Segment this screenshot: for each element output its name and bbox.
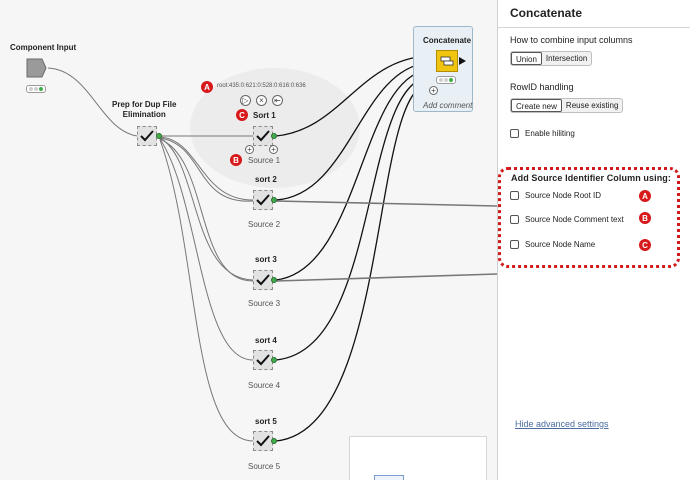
sort4-output-port[interactable] — [271, 357, 277, 363]
node-properties-panel: Concatenate How to combine input columns… — [497, 0, 690, 480]
source-comment-label: Source Node Comment text — [525, 215, 624, 224]
sort5-output-port[interactable] — [271, 438, 277, 444]
prep-output-port[interactable] — [156, 133, 162, 139]
connection-wires — [47, 55, 497, 442]
combine-union-option[interactable]: Union — [511, 52, 542, 65]
concatenate-node[interactable] — [436, 50, 458, 72]
prep-node[interactable] — [137, 126, 157, 146]
sort5-node[interactable] — [253, 431, 273, 451]
sort1-output-port[interactable] — [271, 133, 277, 139]
prep-label-line1: Prep for Dup File — [112, 100, 177, 109]
checkmark-icon — [256, 354, 270, 366]
sort2-comment: Source 2 — [248, 220, 281, 229]
source-root-id-label: Source Node Root ID — [525, 191, 602, 200]
sort3-node[interactable] — [253, 270, 273, 290]
sort5-label: sort 5 — [255, 417, 277, 426]
component-input-label: Component Input — [10, 43, 77, 52]
source-name-checkbox[interactable] — [510, 240, 519, 249]
annotation-highlight-box — [498, 167, 680, 268]
hiliting-checkbox[interactable] — [510, 129, 519, 138]
panel-title: Concatenate — [510, 6, 583, 20]
source-root-id-checkbox[interactable] — [510, 191, 519, 200]
sort5-comment: Source 5 — [248, 462, 281, 471]
workflow-canvas[interactable]: Component Input Prep for Dup File Elimin… — [0, 0, 497, 480]
source-comment-row[interactable]: Source Node Comment text — [510, 215, 624, 224]
badge-a-panel: A — [639, 190, 651, 202]
wire-sort2-out — [275, 200, 497, 207]
hiliting-label: Enable hiliting — [525, 129, 575, 138]
concatenate-label: Concatenate — [423, 36, 472, 45]
hiliting-row[interactable]: Enable hiliting — [510, 129, 575, 138]
add-port-icon[interactable]: + — [245, 145, 254, 154]
wire-sort3-concat — [275, 69, 428, 281]
concatenate-output-port[interactable] — [459, 57, 466, 65]
concatenate-status — [436, 76, 456, 84]
wire-sort2-concat — [275, 62, 428, 201]
wire-sort1-concat — [275, 55, 428, 137]
wire-sort4-concat — [275, 76, 428, 361]
wire-prep-sort3b — [159, 138, 254, 282]
checkmark-icon — [256, 274, 270, 286]
hide-advanced-settings-link[interactable]: Hide advanced settings — [515, 419, 609, 429]
wire-prep-sort4 — [159, 138, 254, 361]
preview-thumbnail — [374, 475, 404, 480]
rowid-reuse-option[interactable]: Reuse existing — [565, 101, 619, 110]
checkmark-icon — [256, 130, 270, 142]
sort4-node[interactable] — [253, 350, 273, 370]
source-name-label: Source Node Name — [525, 240, 596, 249]
combine-label: How to combine input columns — [510, 35, 633, 45]
reset-icon[interactable]: ⇤ — [272, 95, 283, 106]
sort3-comment: Source 3 — [248, 299, 281, 308]
add-comment[interactable]: Add comment — [423, 101, 473, 110]
rowid-label: RowID handling — [510, 82, 574, 92]
wire-sort5-concat — [275, 83, 428, 442]
sort1-label: Sort 1 — [253, 111, 276, 120]
sort3-output-port[interactable] — [271, 277, 277, 283]
panel-divider — [498, 27, 690, 28]
sort1-node[interactable] — [253, 126, 273, 146]
prep-label-line2: Elimination — [122, 110, 166, 119]
sort2-label: sort 2 — [255, 175, 277, 184]
sort4-comment: Source 4 — [248, 381, 281, 390]
badge-c-canvas: C — [236, 109, 248, 121]
badge-b-panel: B — [639, 212, 651, 224]
wire-sort3-out — [275, 273, 497, 282]
badge-a-canvas: A — [201, 81, 213, 93]
source-identifier-title: Add Source Identifier Column using: — [511, 173, 672, 183]
component-input-node[interactable] — [25, 58, 47, 78]
wire-prep-sort2b — [159, 137, 254, 202]
wire-prep-sort2 — [159, 136, 254, 201]
badge-c-panel: C — [639, 239, 651, 251]
sort2-node[interactable] — [253, 190, 273, 210]
source-root-id-row[interactable]: Source Node Root ID — [510, 191, 601, 200]
sort3-label: sort 3 — [255, 255, 277, 264]
rowid-create-option[interactable]: Create new — [511, 99, 562, 112]
source-comment-checkbox[interactable] — [510, 215, 519, 224]
combine-toggle[interactable]: Union Intersection — [510, 51, 593, 66]
preview-panel — [349, 436, 487, 480]
add-port-icon[interactable]: + — [269, 145, 278, 154]
sort1-root-id: root:435:0:621:0:528:0:616:0:636 — [217, 83, 306, 89]
cancel-icon[interactable]: × — [256, 95, 267, 106]
checkmark-icon — [256, 435, 270, 447]
component-input-status — [26, 85, 46, 93]
wire-input-prep — [47, 67, 138, 137]
sort1-comment: Source 1 — [248, 156, 281, 165]
checkmark-icon — [140, 130, 154, 142]
combine-intersection-option[interactable]: Intersection — [545, 54, 588, 63]
sort4-label: sort 4 — [255, 336, 277, 345]
execute-icon[interactable]: ▷ — [240, 95, 251, 106]
add-port-icon[interactable]: + — [429, 86, 438, 95]
wire-prep-sort5 — [159, 139, 254, 442]
source-name-row[interactable]: Source Node Name — [510, 240, 595, 249]
rowid-toggle[interactable]: Create new Reuse existing — [510, 98, 624, 113]
sort1-hover-toolbar: ▷ × ⇤ — [240, 95, 283, 106]
concatenate-icon — [440, 56, 454, 66]
prep-label: Prep for Dup File Elimination — [112, 100, 176, 120]
sort2-output-port[interactable] — [271, 197, 277, 203]
badge-b-canvas: B — [230, 154, 242, 166]
checkmark-icon — [256, 194, 270, 206]
node-hover-halo — [190, 68, 360, 188]
